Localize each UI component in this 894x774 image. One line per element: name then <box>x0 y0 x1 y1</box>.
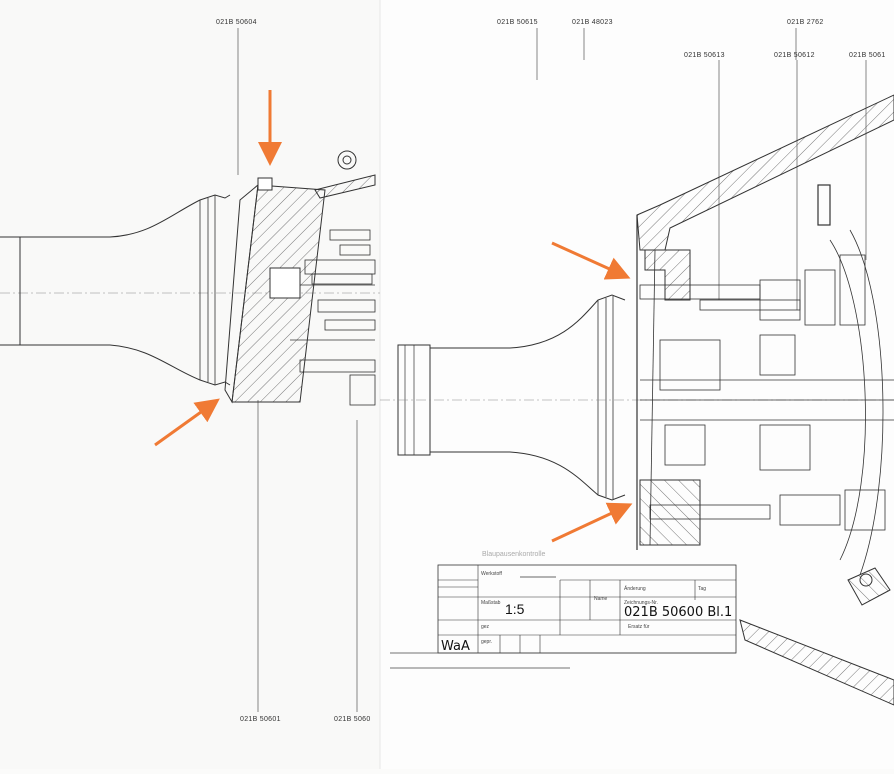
right-assembly <box>380 94 894 706</box>
title-block: Werkstoff Maßstab 1:5 Änderung Tag Name … <box>437 564 737 654</box>
label-50604: 021B 50604 <box>216 19 257 26</box>
label-2762: 021B 2762 <box>787 19 824 26</box>
arrow-bottom-right <box>551 502 633 543</box>
tb-aenderung: Änderung <box>624 585 646 592</box>
tb-massstab-label: Maßstab <box>481 600 501 606</box>
label-50613: 021B 50613 <box>684 52 725 59</box>
label-50612: 021B 50612 <box>774 52 815 59</box>
annotation-arrows <box>154 90 633 543</box>
tb-gez: gez <box>481 624 490 630</box>
label-50601: 021B 50601 <box>240 716 281 723</box>
label-5060x: 021B 5060 <box>334 716 371 723</box>
left-assembly <box>0 150 380 406</box>
part-number-labels: 021B 50604 021B 50615 021B 48023 021B 27… <box>216 19 886 723</box>
arrow-top-right <box>551 241 631 280</box>
tb-waa: WaA <box>441 639 470 654</box>
tb-name: Name <box>594 596 608 602</box>
tb-gepr: gepr. <box>481 639 492 645</box>
tb-tag: Tag <box>698 586 706 592</box>
tb-drawing-number: 021B 50600 Bl.1 <box>624 605 732 620</box>
label-48023: 021B 48023 <box>572 19 613 26</box>
blueprint-stamp: Blaupausenkontrolle <box>482 551 546 558</box>
tb-ersatz-fuer: Ersatz für <box>628 624 650 630</box>
label-50615: 021B 50615 <box>497 19 538 26</box>
tb-zeichnungsnr-label: Zeichnungs-Nr. <box>624 600 658 606</box>
leader-lines <box>237 28 867 712</box>
tb-massstab-value: 1:5 <box>505 601 525 617</box>
tb-werkstoff: Werkstoff <box>481 571 503 577</box>
label-5061x: 021B 5061 <box>849 52 886 59</box>
paper-section-left <box>0 0 380 769</box>
arrow-bottom-left <box>154 398 220 447</box>
